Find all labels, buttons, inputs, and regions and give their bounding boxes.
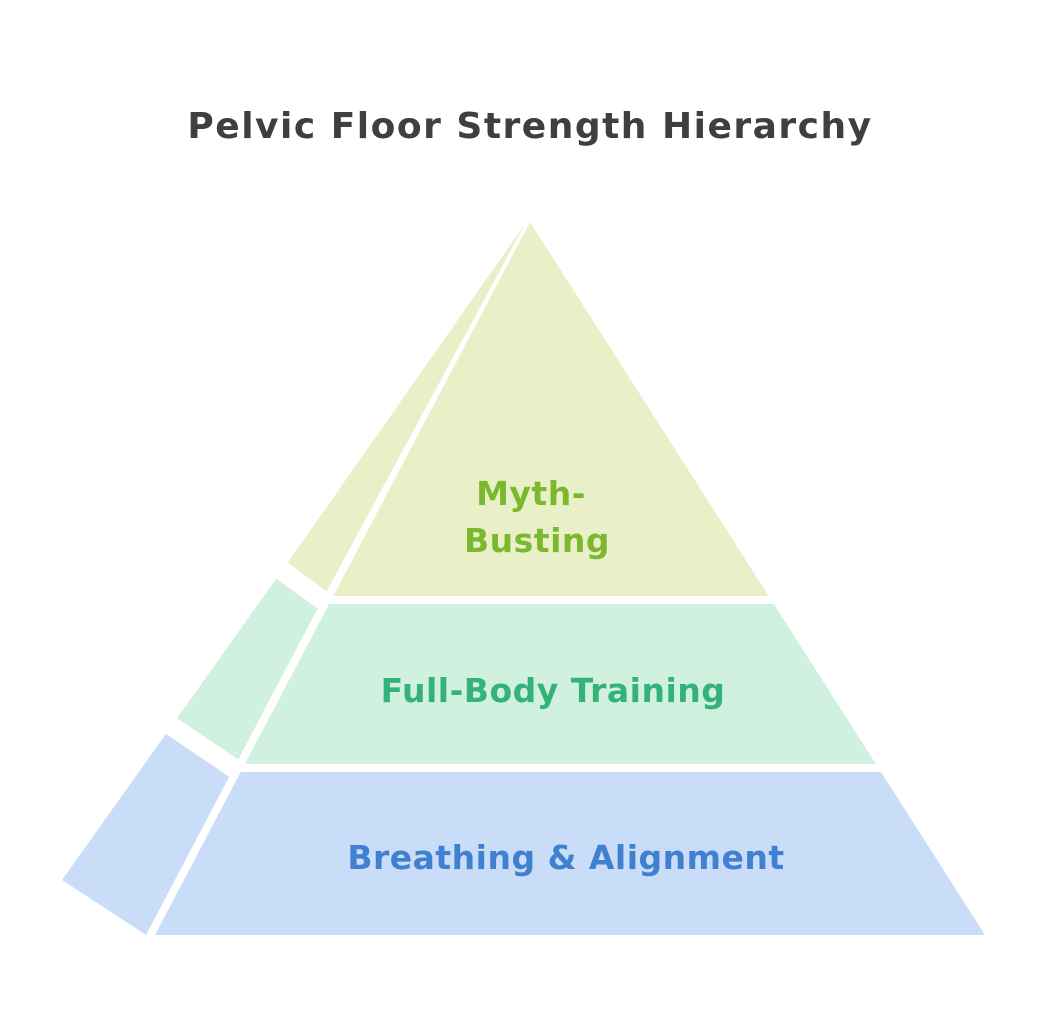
pyramid-level-2-label: Full-Body Training: [381, 671, 726, 710]
pyramid-level-3-side-face: [62, 733, 230, 935]
pyramid-level-2-front-face: [244, 604, 876, 764]
pyramid-level-1-label-line-1: Myth-: [476, 474, 586, 513]
pyramid-level-2-side-face: [177, 578, 318, 760]
pyramid-level-3-label: Breathing & Alignment: [347, 838, 784, 877]
page-title: Pelvic Floor Strength Hierarchy: [187, 106, 872, 147]
pyramid-level-1-label-line-2: Busting: [464, 521, 610, 560]
pyramid-level-1-front-face: [333, 222, 769, 596]
pyramid-level-1-side-face: [287, 224, 525, 592]
pyramid-level-1-label: Myth- Busting: [464, 474, 610, 560]
pyramid-level-3-front-face: [155, 772, 985, 935]
